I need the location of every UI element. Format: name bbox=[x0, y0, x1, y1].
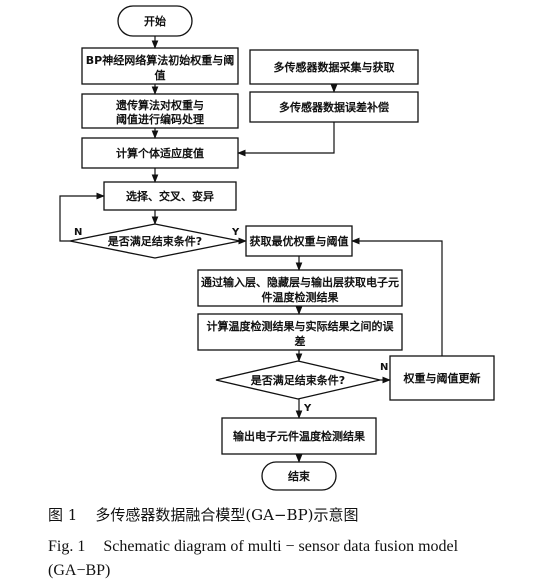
label-n-right: N bbox=[380, 362, 388, 373]
error-comp-box bbox=[249, 91, 419, 123]
sensor-collect-box bbox=[249, 49, 419, 85]
ga-encode-line2: 阈值进行编码处理 bbox=[116, 112, 204, 126]
ga-encode-box bbox=[81, 93, 239, 129]
caption-en-label: Fig. 1 bbox=[48, 538, 86, 555]
fitness-label: 计算个体适应度值 bbox=[116, 146, 204, 160]
forward-box bbox=[197, 269, 403, 307]
label-y-ga: Y bbox=[231, 227, 240, 238]
flowchart: 开始 BP神经网络算法初始权重与阈 值 遗传算法对权重与 阈值进行编码处理 计算… bbox=[59, 5, 495, 491]
start-label: 开始 bbox=[144, 14, 166, 28]
forward-line2: 件温度检测结果 bbox=[262, 290, 339, 304]
error-comp-label: 多传感器数据误差补偿 bbox=[279, 100, 389, 114]
caption-cn-label: 图 1 bbox=[48, 506, 78, 524]
bp-init-line1: BP神经网络算法初始权重与阈 bbox=[86, 53, 234, 67]
end-label: 结束 bbox=[287, 469, 311, 483]
calc-error-line2: 差 bbox=[295, 334, 306, 348]
bp-init-box bbox=[81, 47, 239, 85]
ga-condition-label: 是否满足结束条件? bbox=[107, 234, 202, 248]
arrow-cond-no-loop bbox=[59, 192, 105, 242]
ops-box bbox=[103, 181, 237, 211]
bp-init-line2: 值 bbox=[155, 68, 166, 82]
sensor-collect-label: 多传感器数据采集与获取 bbox=[274, 60, 395, 74]
caption-en-text: Schematic diagram of multi − sensor data… bbox=[48, 538, 459, 579]
label-y-bp: Y bbox=[303, 403, 312, 414]
forward-line1: 通过输入层、隐藏层与输出层获取电子元 bbox=[201, 275, 399, 289]
update-label: 权重与阈值更新 bbox=[403, 371, 481, 385]
ops-label: 选择、交叉、变异 bbox=[126, 189, 214, 203]
caption-cn-text: 多传感器数据融合模型(GA−BP)示意图 bbox=[95, 506, 359, 524]
output-label: 输出电子元件温度检测结果 bbox=[233, 429, 365, 443]
figure-caption-cn: 图 1 多传感器数据融合模型(GA−BP)示意图 bbox=[48, 505, 518, 526]
calc-error-box bbox=[197, 313, 403, 351]
bp-condition-label: 是否满足结束条件? bbox=[250, 373, 345, 387]
label-n-left: N bbox=[74, 227, 82, 238]
output-box bbox=[221, 417, 377, 455]
arrow-comp-to-fitness bbox=[237, 122, 335, 157]
ga-condition-diamond bbox=[69, 223, 241, 259]
calc-error-line1: 计算温度检测结果与实际结果之间的误 bbox=[207, 319, 395, 333]
ga-encode-line1: 遗传算法对权重与 bbox=[115, 98, 204, 112]
arrow-update-to-optimal bbox=[351, 237, 443, 356]
fitness-box bbox=[81, 137, 239, 169]
bp-condition-diamond bbox=[215, 360, 381, 400]
get-optimal-label: 获取最优权重与阈值 bbox=[250, 234, 349, 248]
